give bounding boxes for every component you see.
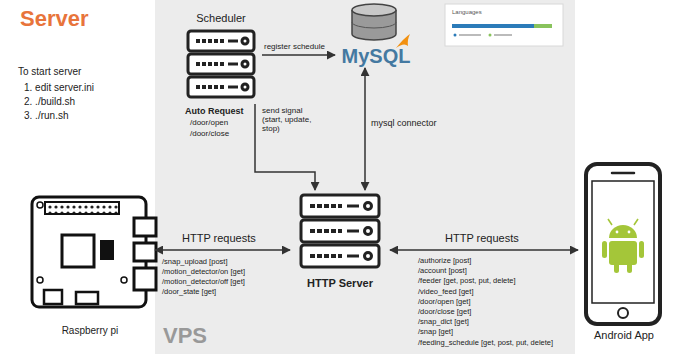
android-eye	[628, 231, 631, 234]
mount-hole	[37, 202, 43, 208]
rack-led	[365, 228, 372, 235]
raspberry-pi: Raspberry pi	[25, 190, 155, 338]
endpoint-label: /account [post]	[418, 267, 467, 276]
endpoint-label: /video_feed [get]	[418, 288, 473, 297]
board-outline	[32, 197, 146, 307]
thumbnail-bar	[452, 24, 552, 28]
android-logo	[602, 219, 644, 273]
rack-slots	[310, 206, 342, 256]
node-label: HTTP Server	[307, 277, 373, 290]
android-arm	[602, 241, 607, 258]
rack-led	[365, 253, 372, 260]
connector-arrow	[390, 249, 578, 251]
connector-arrow	[262, 54, 335, 56]
soc-chip	[62, 235, 94, 267]
endpoint-label: /snap [get]	[418, 328, 453, 337]
thumbnail-line	[459, 34, 481, 36]
android-head	[609, 225, 637, 238]
endpoint-label: /authorize [post]	[418, 257, 471, 266]
android-phone	[586, 164, 660, 324]
auto-request-note: /door/open	[190, 118, 228, 127]
rack-line	[347, 206, 359, 256]
android-antenna	[608, 219, 638, 225]
vps-panel	[155, 0, 575, 354]
thumbnail-frame	[445, 4, 563, 46]
node-label: Android App	[594, 329, 654, 342]
endpoint-label: /snap_dict [get]	[418, 318, 469, 327]
node-label: MySQL	[342, 45, 411, 68]
phone-body	[586, 164, 660, 324]
phone-screen	[592, 181, 654, 303]
instruction-step: 3. ./run.sh	[24, 110, 68, 122]
edge-label: HTTP requests	[182, 232, 256, 245]
thumbnail-dot	[454, 34, 457, 37]
mysql-database: MySQL	[335, 2, 417, 68]
endpoint-label: /motion_detector/on [get]	[162, 268, 245, 277]
usb-chip	[100, 240, 114, 260]
thumbnail-line	[494, 34, 512, 36]
diagram-title: Server	[20, 6, 89, 31]
edge-label: HTTP requests	[445, 232, 519, 245]
phone-speaker	[612, 172, 634, 175]
android-body	[609, 241, 637, 265]
instruction-step: 1. edit server.ini	[24, 82, 94, 94]
scheduler-server: Scheduler	[180, 12, 262, 104]
android-arm	[639, 241, 644, 258]
db-cylinder-ring	[352, 22, 396, 28]
rack-line	[228, 41, 238, 87]
edge-label: register schedule	[264, 42, 325, 51]
rack-led	[242, 84, 248, 90]
languages-thumbnail	[445, 4, 563, 46]
mount-hole	[37, 277, 43, 283]
endpoint-label: /feeding_schedule [get, post, put, delet…	[418, 339, 553, 348]
mysql-icon	[352, 4, 410, 48]
android-leg	[614, 262, 619, 273]
connector-arrow	[255, 104, 315, 190]
thumbnail-title: Languages	[452, 9, 482, 16]
rack-slots	[196, 41, 224, 87]
endpoint-label: /motion_detector/off [get]	[162, 278, 245, 287]
instruction-step: 2. ./build.sh	[24, 96, 75, 108]
thumbnail-dot	[489, 34, 492, 37]
connector-arrow	[364, 68, 366, 190]
endpoint-label: /door/close [get]	[418, 308, 471, 317]
ethernet-port	[134, 268, 156, 290]
node-label: Scheduler	[196, 12, 246, 25]
power-port	[44, 290, 62, 304]
android-app: Android App	[578, 158, 670, 344]
thumbnail-bar-fill	[534, 24, 552, 28]
auto-request-note: Auto Request	[185, 106, 244, 116]
scheduler-icon	[188, 31, 254, 97]
usb-port	[134, 218, 156, 236]
endpoint-label: /feeder [get, post, put, delete]	[418, 277, 516, 286]
vps-region: VPS SchedulerMySQL HTTP Server	[155, 0, 575, 354]
rack-led	[242, 38, 248, 44]
edge-label: mysql connector	[371, 118, 437, 128]
thumbnail-bar-fill	[452, 24, 534, 28]
hdmi-port	[76, 292, 98, 304]
usb-port	[134, 243, 156, 261]
node-label: Raspberry pi	[62, 325, 119, 337]
node-label: VPS	[163, 323, 207, 348]
android-eye	[616, 231, 619, 234]
gpio-header	[45, 202, 119, 214]
http-server-icon	[301, 195, 379, 267]
mount-hole	[121, 277, 127, 283]
edge-label: send signal (start, update, stop)	[262, 106, 312, 134]
rack-led	[242, 61, 248, 67]
endpoint-label: /door_state [get]	[162, 288, 216, 297]
android-leg	[627, 262, 632, 273]
endpoint-label: /snap_upload [post]	[162, 258, 227, 267]
http-server: HTTP Server	[290, 190, 390, 290]
raspberry-pi-board	[32, 197, 156, 307]
instruction-heading: To start server	[18, 66, 81, 78]
db-cylinder-top	[352, 4, 396, 16]
phone-button	[618, 308, 628, 318]
endpoint-label: /door/open [get]	[418, 298, 471, 307]
connector-arrow	[155, 249, 290, 251]
rack-led	[365, 203, 372, 210]
auto-request-note: /door/close	[190, 129, 229, 138]
